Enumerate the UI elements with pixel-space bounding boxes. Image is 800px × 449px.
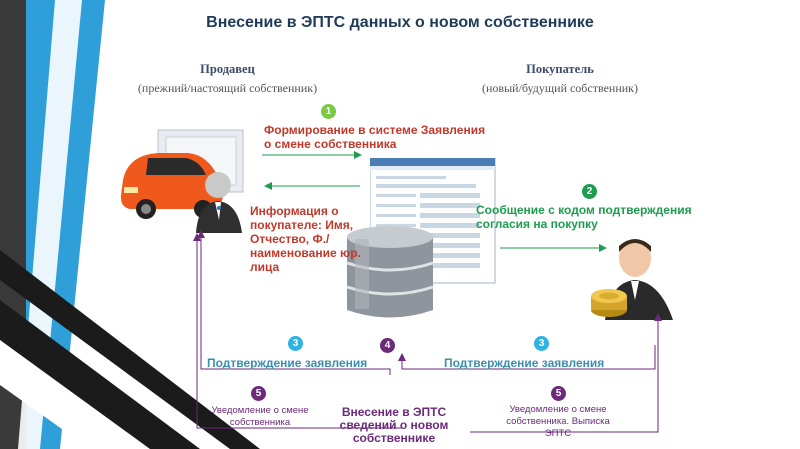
step5-left-text: Уведомление о смене собственника: [211, 405, 309, 428]
page-title: Внесение в ЭПТС данных о новом собственн…: [206, 14, 594, 31]
buyer-illustration: [591, 239, 673, 320]
step1-text: Формирование в системе Заявления о смене…: [264, 123, 486, 151]
coins-icon: [591, 289, 627, 317]
buyer-info-text: Информация о покупателе: Имя, Отчество, …: [250, 204, 361, 274]
database-icon: [346, 226, 434, 318]
step3-right-text: Подтверждение заявления: [444, 356, 605, 370]
step1-badge: 1: [321, 104, 336, 119]
buyer-block: Покупатель (новый/будущий собственник): [440, 62, 680, 96]
step5-left-badge: 5: [251, 386, 266, 401]
arrow-step3-right: [398, 345, 656, 370]
seller-illustration: [120, 129, 244, 233]
step2-text: Сообщение с кодом подтверждения согласия…: [476, 203, 692, 231]
arrow-step3-left: [197, 230, 391, 375]
step2-badge: 2: [582, 184, 597, 199]
step3-left-text: Подтверждение заявления: [207, 356, 368, 370]
dark-stripe: [0, 300, 200, 449]
buyer-name: Покупатель: [526, 62, 594, 76]
seller-person-icon: [196, 172, 242, 233]
step4-badge: 4: [380, 338, 395, 353]
arrow-step5-right: [470, 313, 662, 433]
seller-block: Продавец (прежний/настоящий собственник): [100, 62, 355, 96]
step4-text: Внесение в ЭПТС сведений о новом собстве…: [339, 405, 449, 445]
step5-right-badge: 5: [551, 386, 566, 401]
seller-sub: (прежний/настоящий собственник): [137, 81, 318, 95]
arrow-step5-left: [193, 233, 402, 429]
step5-right-text: Уведомление о смене собственника. Выписк…: [506, 404, 610, 439]
seller-name: Продавец: [200, 62, 255, 76]
car-icon: [120, 153, 223, 219]
buyer-sub: (новый/будущий собственник): [482, 81, 638, 95]
step3-left-badge: 3: [288, 336, 303, 351]
step3-right-badge: 3: [534, 336, 549, 351]
